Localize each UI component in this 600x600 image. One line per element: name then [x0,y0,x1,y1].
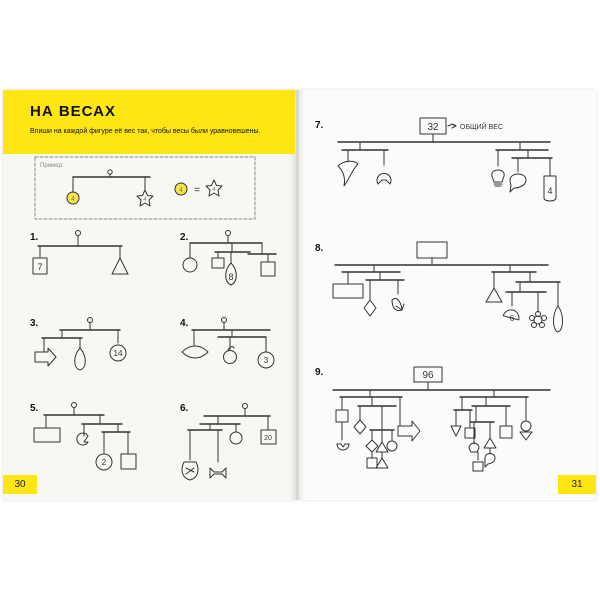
task-number-8: 8. [315,243,324,254]
page-number-right: 31 [558,475,596,494]
task-7-given-weight: 4 [547,186,552,196]
task-7-mobile: 32 ОБЩИЙ ВЕС 4 [337,117,557,202]
task-number-4: 4. [180,318,189,329]
example-box: 4 4 4 = 4 [34,156,256,220]
yellow-header-band [3,90,295,154]
task-9-total: 96 [422,370,434,381]
task-number-1: 1. [30,232,39,243]
example-weight-left: 4 [71,196,75,203]
task-number-3: 3. [30,318,39,329]
task-number-5: 5. [30,403,39,414]
task-number-9: 9. [315,367,324,378]
book-gutter [290,90,306,500]
example-weight-right: 4 [143,197,147,203]
task-7-total: 32 [427,122,439,133]
example-label: Пример: [40,163,64,169]
task-9-mobile: 96 [332,366,551,472]
example-circle [66,191,80,205]
task-3-mobile: 14 [34,317,127,371]
example-eq-circle [174,182,188,196]
task-number-6: 6. [180,403,189,414]
task-number-2: 2. [180,232,189,243]
task-5-mobile: 2 [33,402,137,471]
example-eq-left: 4 [179,187,183,194]
left-page [3,90,298,500]
task-2-given-weight: 8 [228,272,233,282]
page-title: НА ВЕСАХ [30,103,116,120]
instruction-text: Впиши на каждой фигуре её вес так, чтобы… [30,128,261,135]
task-1-given-weight: 7 [37,262,42,272]
task-8-mobile: 6 [332,241,563,333]
example-star [136,189,154,207]
task-7-total-label: ОБЩИЙ ВЕС [460,122,503,131]
task-6-mobile: 20 [181,403,277,481]
example-eq-sign: = [194,185,200,196]
task-5-given-weight: 2 [102,458,107,467]
page-number-left: 30 [3,475,37,494]
task-4-given-weight: 3 [264,356,269,365]
example-eq-star [205,179,223,197]
task-1-mobile: 7 [32,230,129,275]
task-6-given-weight: 20 [264,435,272,442]
task-number-7: 7. [315,120,324,131]
example-eq-right: 4 [212,187,216,193]
task-4-mobile: 3 [181,317,275,369]
task-8-given-weight: 6 [510,314,515,323]
task-3-given-weight: 14 [114,349,123,358]
task-2-mobile: 8 [182,230,277,286]
